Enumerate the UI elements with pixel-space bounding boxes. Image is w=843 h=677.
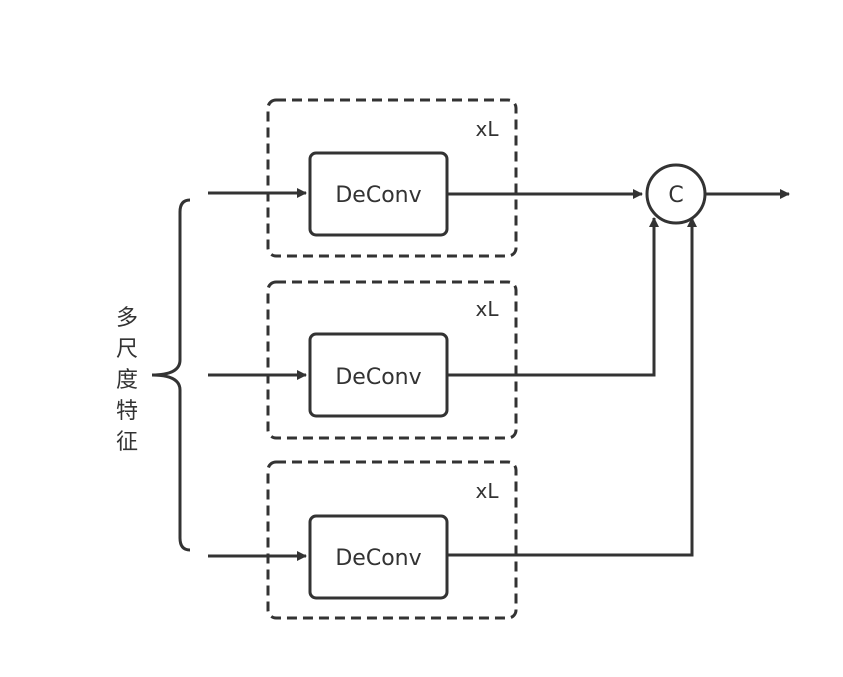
- input-label-char-2: 度: [116, 368, 138, 393]
- input-label-char-0: 多: [116, 306, 138, 331]
- input-label: 多 尺 度 特 征: [116, 306, 138, 455]
- branch-1: xL DeConv: [208, 98, 643, 258]
- output-connector-3: [447, 217, 697, 557]
- concat-node: C: [645, 163, 707, 225]
- concat-label: C: [668, 183, 683, 208]
- output-connector-2: [447, 217, 659, 377]
- deconv-block-3: [308, 514, 449, 600]
- deconv-label-3: DeConv: [335, 546, 421, 571]
- input-brace: [151, 198, 191, 552]
- deconv-label-1: DeConv: [335, 183, 421, 208]
- repeat-label-2: xL: [476, 297, 500, 321]
- input-label-char-1: 尺: [116, 337, 138, 362]
- branch-2: xL DeConv: [208, 217, 659, 440]
- repeat-group-3: [266, 460, 518, 620]
- branch-3: xL DeConv: [208, 217, 697, 620]
- input-label-char-4: 征: [116, 430, 138, 455]
- repeat-group-1: [266, 98, 518, 258]
- repeat-group-2: [266, 280, 518, 440]
- deconv-label-2: DeConv: [335, 365, 421, 390]
- repeat-label-1: xL: [476, 117, 500, 141]
- repeat-label-3: xL: [476, 479, 500, 503]
- input-label-char-3: 特: [116, 399, 138, 424]
